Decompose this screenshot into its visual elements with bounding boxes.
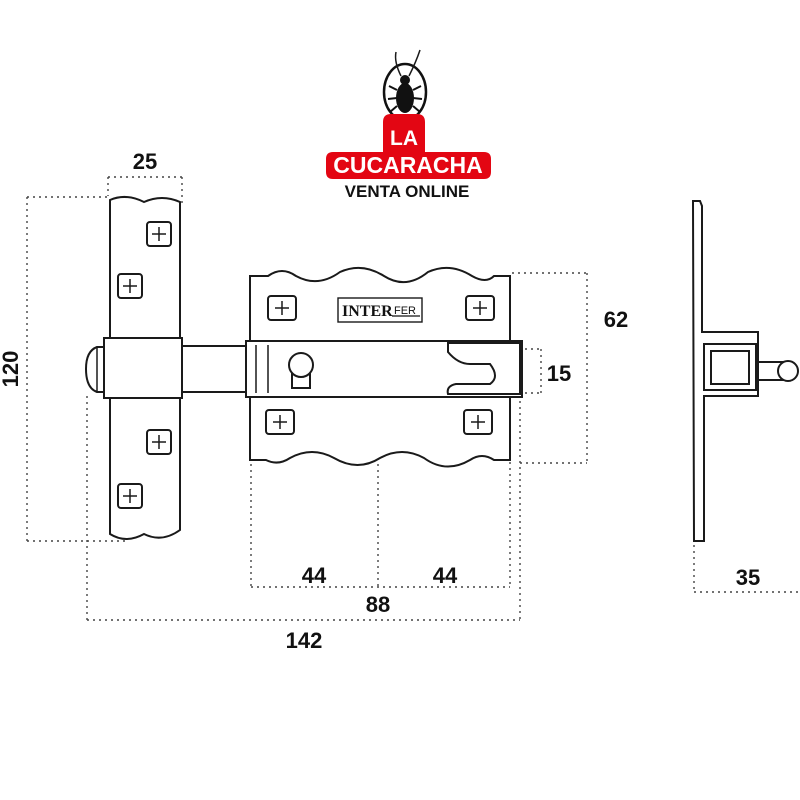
dim-label-handle-height: 120 xyxy=(0,351,23,388)
lock-housing: INTER FER xyxy=(245,266,523,468)
screw-icon xyxy=(267,295,297,321)
dim-label-handle-width: 25 xyxy=(133,149,157,174)
logo-line-venta-online: VENTA ONLINE xyxy=(345,182,470,201)
screw-icon xyxy=(146,221,172,247)
dim-label-half-right: 44 xyxy=(433,563,458,588)
cockroach-icon xyxy=(382,49,428,122)
logo-line-la: LA xyxy=(390,127,418,150)
screw-icon xyxy=(463,409,493,435)
dim-label-housing-height: 62 xyxy=(604,307,628,332)
screw-icon xyxy=(146,429,172,455)
dim-label-side-depth: 35 xyxy=(736,565,760,590)
side-view xyxy=(691,200,799,542)
bolt-rod xyxy=(181,345,253,393)
dim-label-housing-length: 88 xyxy=(366,592,390,617)
dimension-lines xyxy=(26,176,800,621)
brand-part-inter: INTER xyxy=(342,303,393,320)
brand-part-fer: FER xyxy=(394,305,416,317)
handle-plate xyxy=(84,196,183,540)
dimension-labels: 25 120 62 15 44 44 88 142 35 xyxy=(0,149,760,653)
logo-tab-shape xyxy=(326,114,491,179)
dim-label-half-left: 44 xyxy=(302,563,327,588)
dim-label-total-length: 142 xyxy=(286,628,323,653)
screw-icon xyxy=(117,273,143,299)
screw-icon xyxy=(465,295,495,321)
bolt-knob[interactable] xyxy=(288,352,314,389)
brand-logo: LA CUCARACHA VENTA ONLINE xyxy=(326,49,491,201)
screw-icon xyxy=(117,483,143,509)
dim-label-bolt-height: 15 xyxy=(547,361,571,386)
logo-line-cucaracha: CUCARACHA xyxy=(333,152,483,178)
brand-plate: INTER FER xyxy=(337,297,423,323)
screw-icon xyxy=(265,409,295,435)
